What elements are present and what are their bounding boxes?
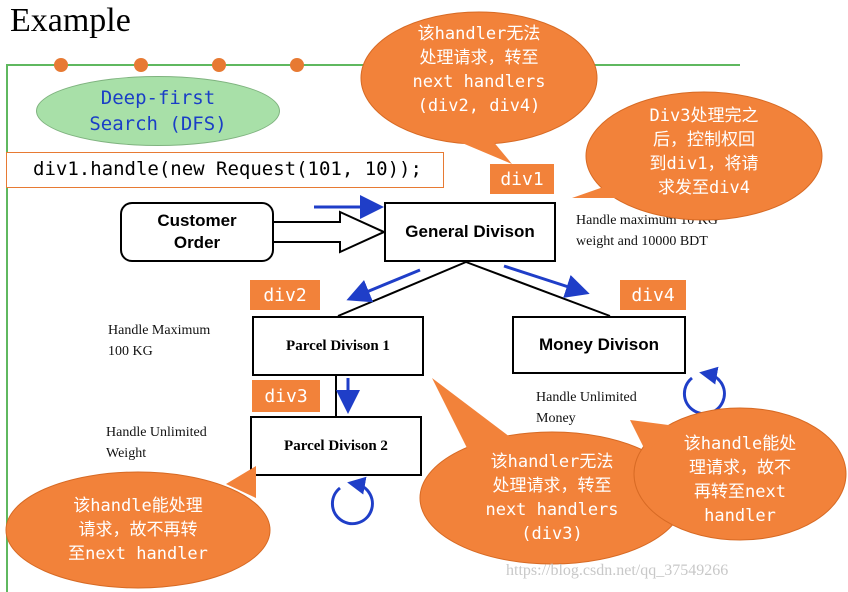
dfs-label: Deep-first Search (DFS) — [36, 76, 280, 146]
money-division-box: Money Divison — [512, 316, 686, 374]
bubble-bottom-right-text: 该handle能处 理请求，故不 再转至next handler — [683, 434, 797, 526]
blue-arrow-to-div2 — [346, 268, 421, 303]
money-division-note: Handle Unlimited Money — [536, 390, 637, 426]
parcel-division-2-box: Parcel Divison 2 — [250, 416, 422, 476]
tag-div4: div4 — [620, 280, 686, 310]
parcel-division-2-note: Handle Unlimited Weight — [106, 425, 207, 461]
bubble-div3-done-text: Div3处理完之 后，控制权回 到div1，将请 求发至div4 — [649, 106, 759, 198]
general-division-box: General Divison — [384, 202, 556, 262]
bubble-bottom-right-tail — [630, 420, 676, 452]
bullet-dot-4 — [290, 58, 304, 72]
bubble-bottom-left-text: 该handle能处理 请求，故不再转 至next handler — [68, 496, 208, 564]
bubble-top-tail — [455, 140, 512, 164]
blue-arrow-to-div4 — [503, 264, 590, 298]
code-line: div1.handle(new Request(101, 10)); — [6, 152, 444, 188]
customer-order-box: Customer Order — [120, 202, 274, 262]
tree-line-div1-div2 — [337, 261, 467, 317]
bullet-dot-2 — [134, 58, 148, 72]
tag-div1: div1 — [490, 164, 554, 194]
tree-line-div1-div4 — [465, 261, 611, 317]
bubble-div3-done-shape — [585, 91, 823, 221]
bubble-top-text: 该handler无法 处理请求，转至 next handlers (div2, … — [412, 24, 546, 116]
watermark: https://blog.csdn.net/qq_37549266 — [506, 562, 729, 579]
bubble-div3-done-tail — [572, 184, 640, 198]
slide-title: Example — [10, 2, 131, 39]
tag-div3: div3 — [252, 380, 320, 412]
parcel-division-1-box: Parcel Divison 1 — [252, 316, 424, 376]
loop-icon-div3 — [330, 476, 374, 526]
general-division-note: Handle maximum 10 KG weight and 10000 BD… — [576, 213, 718, 249]
bubble-bottom-mid-text: 该handler无法 处理请求，转至 next handlers (div3) — [485, 452, 619, 544]
frame-left-line — [6, 64, 8, 592]
bubble-bottom-left-shape — [5, 471, 271, 589]
parcel-division-1-note: Handle Maximum 100 KG — [108, 323, 211, 359]
bullet-dot-1 — [54, 58, 68, 72]
bubble-bottom-left-tail — [226, 466, 256, 498]
bubble-bottom-right-shape — [633, 407, 847, 541]
bubble-bottom-mid-tail — [432, 378, 514, 454]
bullet-dot-3 — [212, 58, 226, 72]
tag-div2: div2 — [250, 280, 320, 310]
